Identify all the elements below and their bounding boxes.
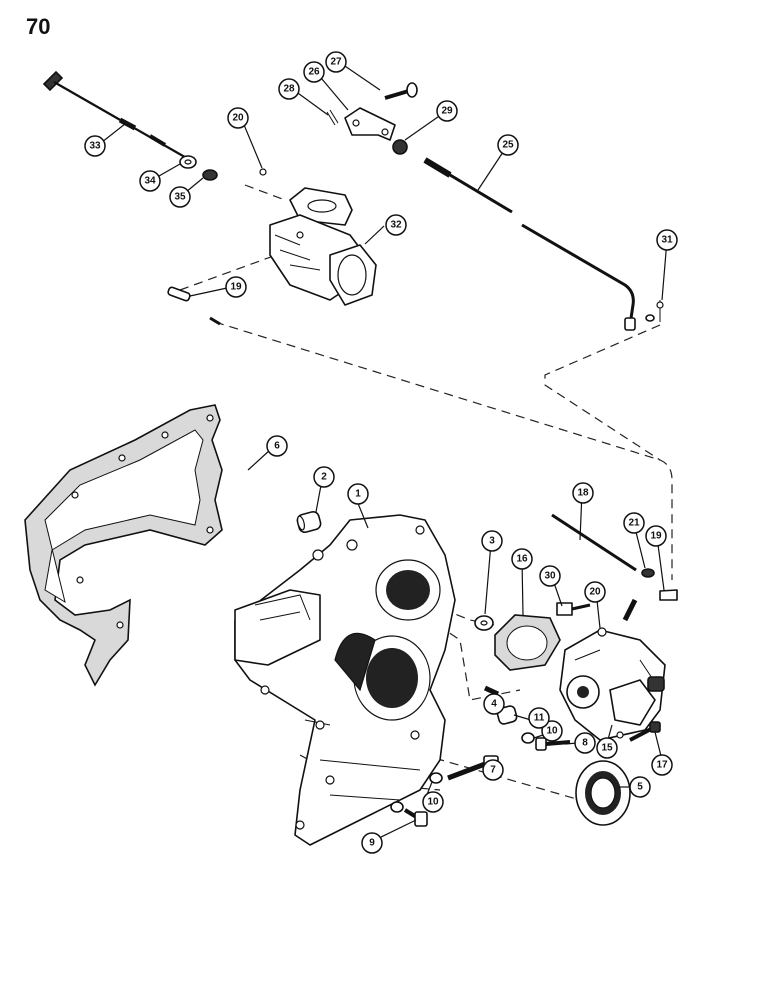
cotter-pin-part [326, 109, 339, 126]
svg-text:2: 2 [321, 472, 327, 483]
dipstick-part [42, 70, 191, 161]
svg-text:26: 26 [308, 67, 320, 78]
callout-15: 15 [596, 737, 618, 759]
svg-text:25: 25 [502, 140, 514, 151]
svg-text:19: 19 [650, 531, 662, 542]
svg-text:20: 20 [232, 113, 244, 124]
callout-20-lower: 20 [584, 581, 606, 603]
pump-cap-screw-part [629, 721, 661, 742]
pin-part [167, 286, 221, 326]
nut-part [202, 169, 218, 181]
pump-nut-part [597, 568, 655, 637]
callout-31: 31 [656, 229, 678, 251]
svg-text:33: 33 [89, 141, 101, 152]
callout-25: 25 [497, 134, 519, 156]
housing-bolt-part [535, 737, 571, 751]
callout-7: 7 [482, 759, 504, 781]
callout-2: 2 [313, 466, 335, 488]
clevis-pin-part [384, 82, 418, 100]
svg-text:20: 20 [589, 587, 601, 598]
callout-21: 21 [623, 512, 645, 534]
clevis-part [344, 107, 396, 141]
governor-link-rod-part [551, 513, 637, 572]
callout-1: 1 [347, 483, 369, 505]
callout-3: 3 [481, 530, 503, 552]
svg-text:21: 21 [628, 518, 640, 529]
pump-gasket-part [494, 614, 561, 671]
gasket-washer-part [474, 615, 494, 631]
callout-34: 34 [139, 170, 161, 192]
callout-28: 28 [278, 78, 300, 100]
callout-6: 6 [266, 435, 288, 457]
svg-text:4: 4 [491, 699, 497, 710]
pump-pin-part [659, 589, 678, 601]
callout-5: 5 [629, 776, 651, 798]
callout-35: 35 [169, 186, 191, 208]
carburetor-part [269, 187, 377, 306]
callout-30: 30 [539, 565, 561, 587]
callout-18: 18 [572, 482, 594, 504]
svg-text:35: 35 [174, 192, 186, 203]
svg-text:18: 18 [577, 488, 589, 499]
timing-gear-housing-part [234, 514, 456, 846]
callout-26: 26 [303, 61, 325, 83]
callout-29: 29 [436, 100, 458, 122]
callout-16: 16 [511, 548, 533, 570]
callout-33: 33 [84, 135, 106, 157]
small-nut-part [259, 168, 267, 176]
svg-text:29: 29 [441, 106, 453, 117]
callout-27: 27 [325, 51, 347, 73]
svg-text:10: 10 [427, 797, 439, 808]
svg-text:15: 15 [601, 743, 613, 754]
callout-20-upper: 20 [227, 107, 249, 129]
callout-8: 8 [574, 732, 596, 754]
washer-part [179, 155, 197, 169]
svg-text:7: 7 [490, 765, 496, 776]
callout-4: 4 [483, 693, 505, 715]
callout-11: 11 [528, 707, 550, 729]
svg-text:5: 5 [637, 782, 643, 793]
svg-text:28: 28 [283, 84, 295, 95]
governor-rod-part [521, 223, 664, 331]
svg-text:1: 1 [355, 489, 361, 500]
throttle-rod-part [423, 157, 513, 214]
svg-text:9: 9 [369, 838, 375, 849]
short-bolt-part [403, 808, 428, 827]
callout-10-upper: 10 [541, 720, 563, 742]
gasket-part [24, 404, 223, 687]
svg-text:6: 6 [274, 441, 280, 452]
dowel-pin-part [483, 685, 500, 697]
callout-19-lower: 19 [645, 525, 667, 547]
svg-text:31: 31 [661, 235, 673, 246]
svg-text:34: 34 [144, 176, 156, 187]
callout-17: 17 [651, 754, 673, 776]
svg-text:32: 32 [390, 220, 402, 231]
callout-9: 9 [361, 832, 383, 854]
svg-text:16: 16 [516, 554, 528, 565]
dowel-bushing-part [296, 511, 322, 533]
callout-19-upper: 19 [225, 276, 247, 298]
svg-text:8: 8 [582, 738, 588, 749]
callout-10-lower: 10 [422, 791, 444, 813]
oil-seal-part [575, 760, 631, 826]
jam-nut-part [392, 139, 408, 155]
svg-text:17: 17 [656, 760, 668, 771]
pump-bolt-part [556, 602, 591, 616]
callout-32: 32 [385, 214, 407, 236]
svg-text:3: 3 [489, 536, 495, 547]
hydraulic-pump-part [559, 598, 666, 741]
svg-text:30: 30 [544, 571, 556, 582]
svg-text:19: 19 [230, 282, 242, 293]
svg-text:10: 10 [546, 726, 558, 737]
page-number: 70 [26, 14, 51, 39]
svg-text:27: 27 [330, 57, 342, 68]
svg-text:11: 11 [534, 713, 545, 724]
